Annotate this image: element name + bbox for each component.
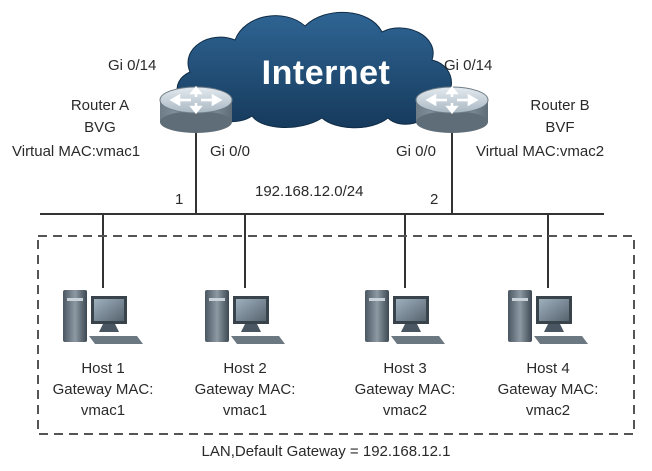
internet-label: Internet [261,54,391,92]
router-b-role: BVF [545,119,575,136]
router-b-virtual-mac: Virtual MAC:vmac2 [476,143,605,160]
host-name: Host 4 [526,360,570,377]
host-gateway-label: Gateway MAC: [497,381,599,398]
subnet-label: 192.168.12.0/24 [255,183,364,200]
host-gateway-label: Gateway MAC: [52,381,154,398]
host2-computer-icon [205,290,285,344]
host4-computer-icon [508,290,588,344]
host-name: Host 2 [223,360,267,377]
host-name: Host 3 [383,360,427,377]
host-gateway-mac: vmac2 [382,402,428,419]
router-a-virtual-mac: Virtual MAC:vmac1 [12,143,141,160]
router-b-icon [415,85,489,133]
host-2: Host 2 Gateway MAC: vmac1 [170,358,320,421]
host1-computer-icon [63,290,143,344]
lan-caption: LAN,Default Gateway = 192.168.12.1 [201,443,451,460]
router-a-icon [159,85,233,133]
router-b-link-number: 2 [430,191,439,208]
host-4: Host 4 Gateway MAC: vmac2 [473,358,623,421]
host-gateway-label: Gateway MAC: [354,381,456,398]
host3-computer-icon [365,290,445,344]
host-3: Host 3 Gateway MAC: vmac2 [330,358,480,421]
router-b-uplink-port: Gi 0/14 [444,57,493,74]
lan-box [37,235,635,435]
host-gateway-mac: vmac2 [525,402,571,419]
router-b-lan-port: Gi 0/0 [396,143,437,160]
internet-cloud [176,11,452,129]
router-a-lan-port: Gi 0/0 [210,143,251,160]
host-gateway-mac: vmac1 [80,402,126,419]
host-name: Host 1 [81,360,125,377]
host-gateway-label: Gateway MAC: [194,381,296,398]
router-a-name: Router A [70,97,130,114]
router-b-name: Router B [530,97,590,114]
host-1: Host 1 Gateway MAC: vmac1 [28,358,178,421]
router-a-uplink-port: Gi 0/14 [108,57,157,74]
host-gateway-mac: vmac1 [222,402,268,419]
router-a-link-number: 1 [175,191,184,208]
router-a-role: BVG [84,119,116,136]
